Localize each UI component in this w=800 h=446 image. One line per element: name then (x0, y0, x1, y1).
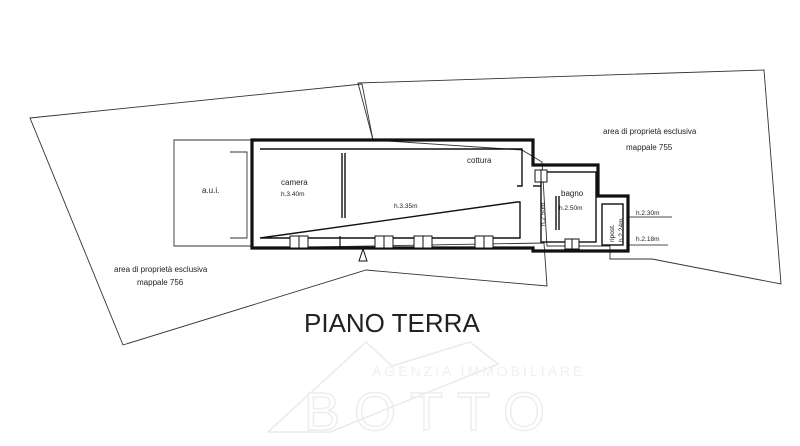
aui-annex (173, 139, 252, 247)
cottura-label: cottura (467, 156, 492, 165)
left-property-boundary (29, 83, 548, 346)
plan-title: PIANO TERRA (304, 308, 480, 338)
corridor-height: h.2.50m (540, 203, 547, 227)
building-outer-wall (250, 138, 630, 253)
camera-height: h.3.40m (281, 191, 305, 198)
windows (289, 169, 580, 250)
watermark-agency-text: AGENZIA IMMOBILIARE (372, 363, 585, 379)
camera-label: camera (281, 178, 308, 187)
right-area-line2: mappale 755 (626, 143, 673, 152)
left-area-line2: mappale 756 (137, 278, 184, 287)
bagno-label: bagno (561, 189, 584, 198)
watermark-brand-text: BOTTO (304, 382, 559, 442)
ripost-label: ripost. (609, 224, 616, 242)
height-bottom-right: h.2.18m (636, 236, 660, 243)
entrance-arrow-icon (358, 247, 368, 262)
height-markers (628, 216, 672, 246)
aui-label: a.u.i. (202, 186, 219, 195)
right-area-line1: area di proprietà esclusiva (603, 127, 697, 136)
main-room-height: h.3.35m (394, 203, 418, 210)
watermark-roof-icon (266, 340, 500, 433)
bagno-height: h.2.50m (559, 205, 583, 212)
agency-watermark: AGENZIA IMMOBILIARE BOTTO (266, 340, 585, 443)
entrance (339, 236, 368, 262)
ripost-height: h.2.24m (618, 219, 625, 243)
height-top-right: h.2.30m (636, 210, 660, 217)
left-area-line1: area di proprietà esclusiva (114, 265, 208, 274)
